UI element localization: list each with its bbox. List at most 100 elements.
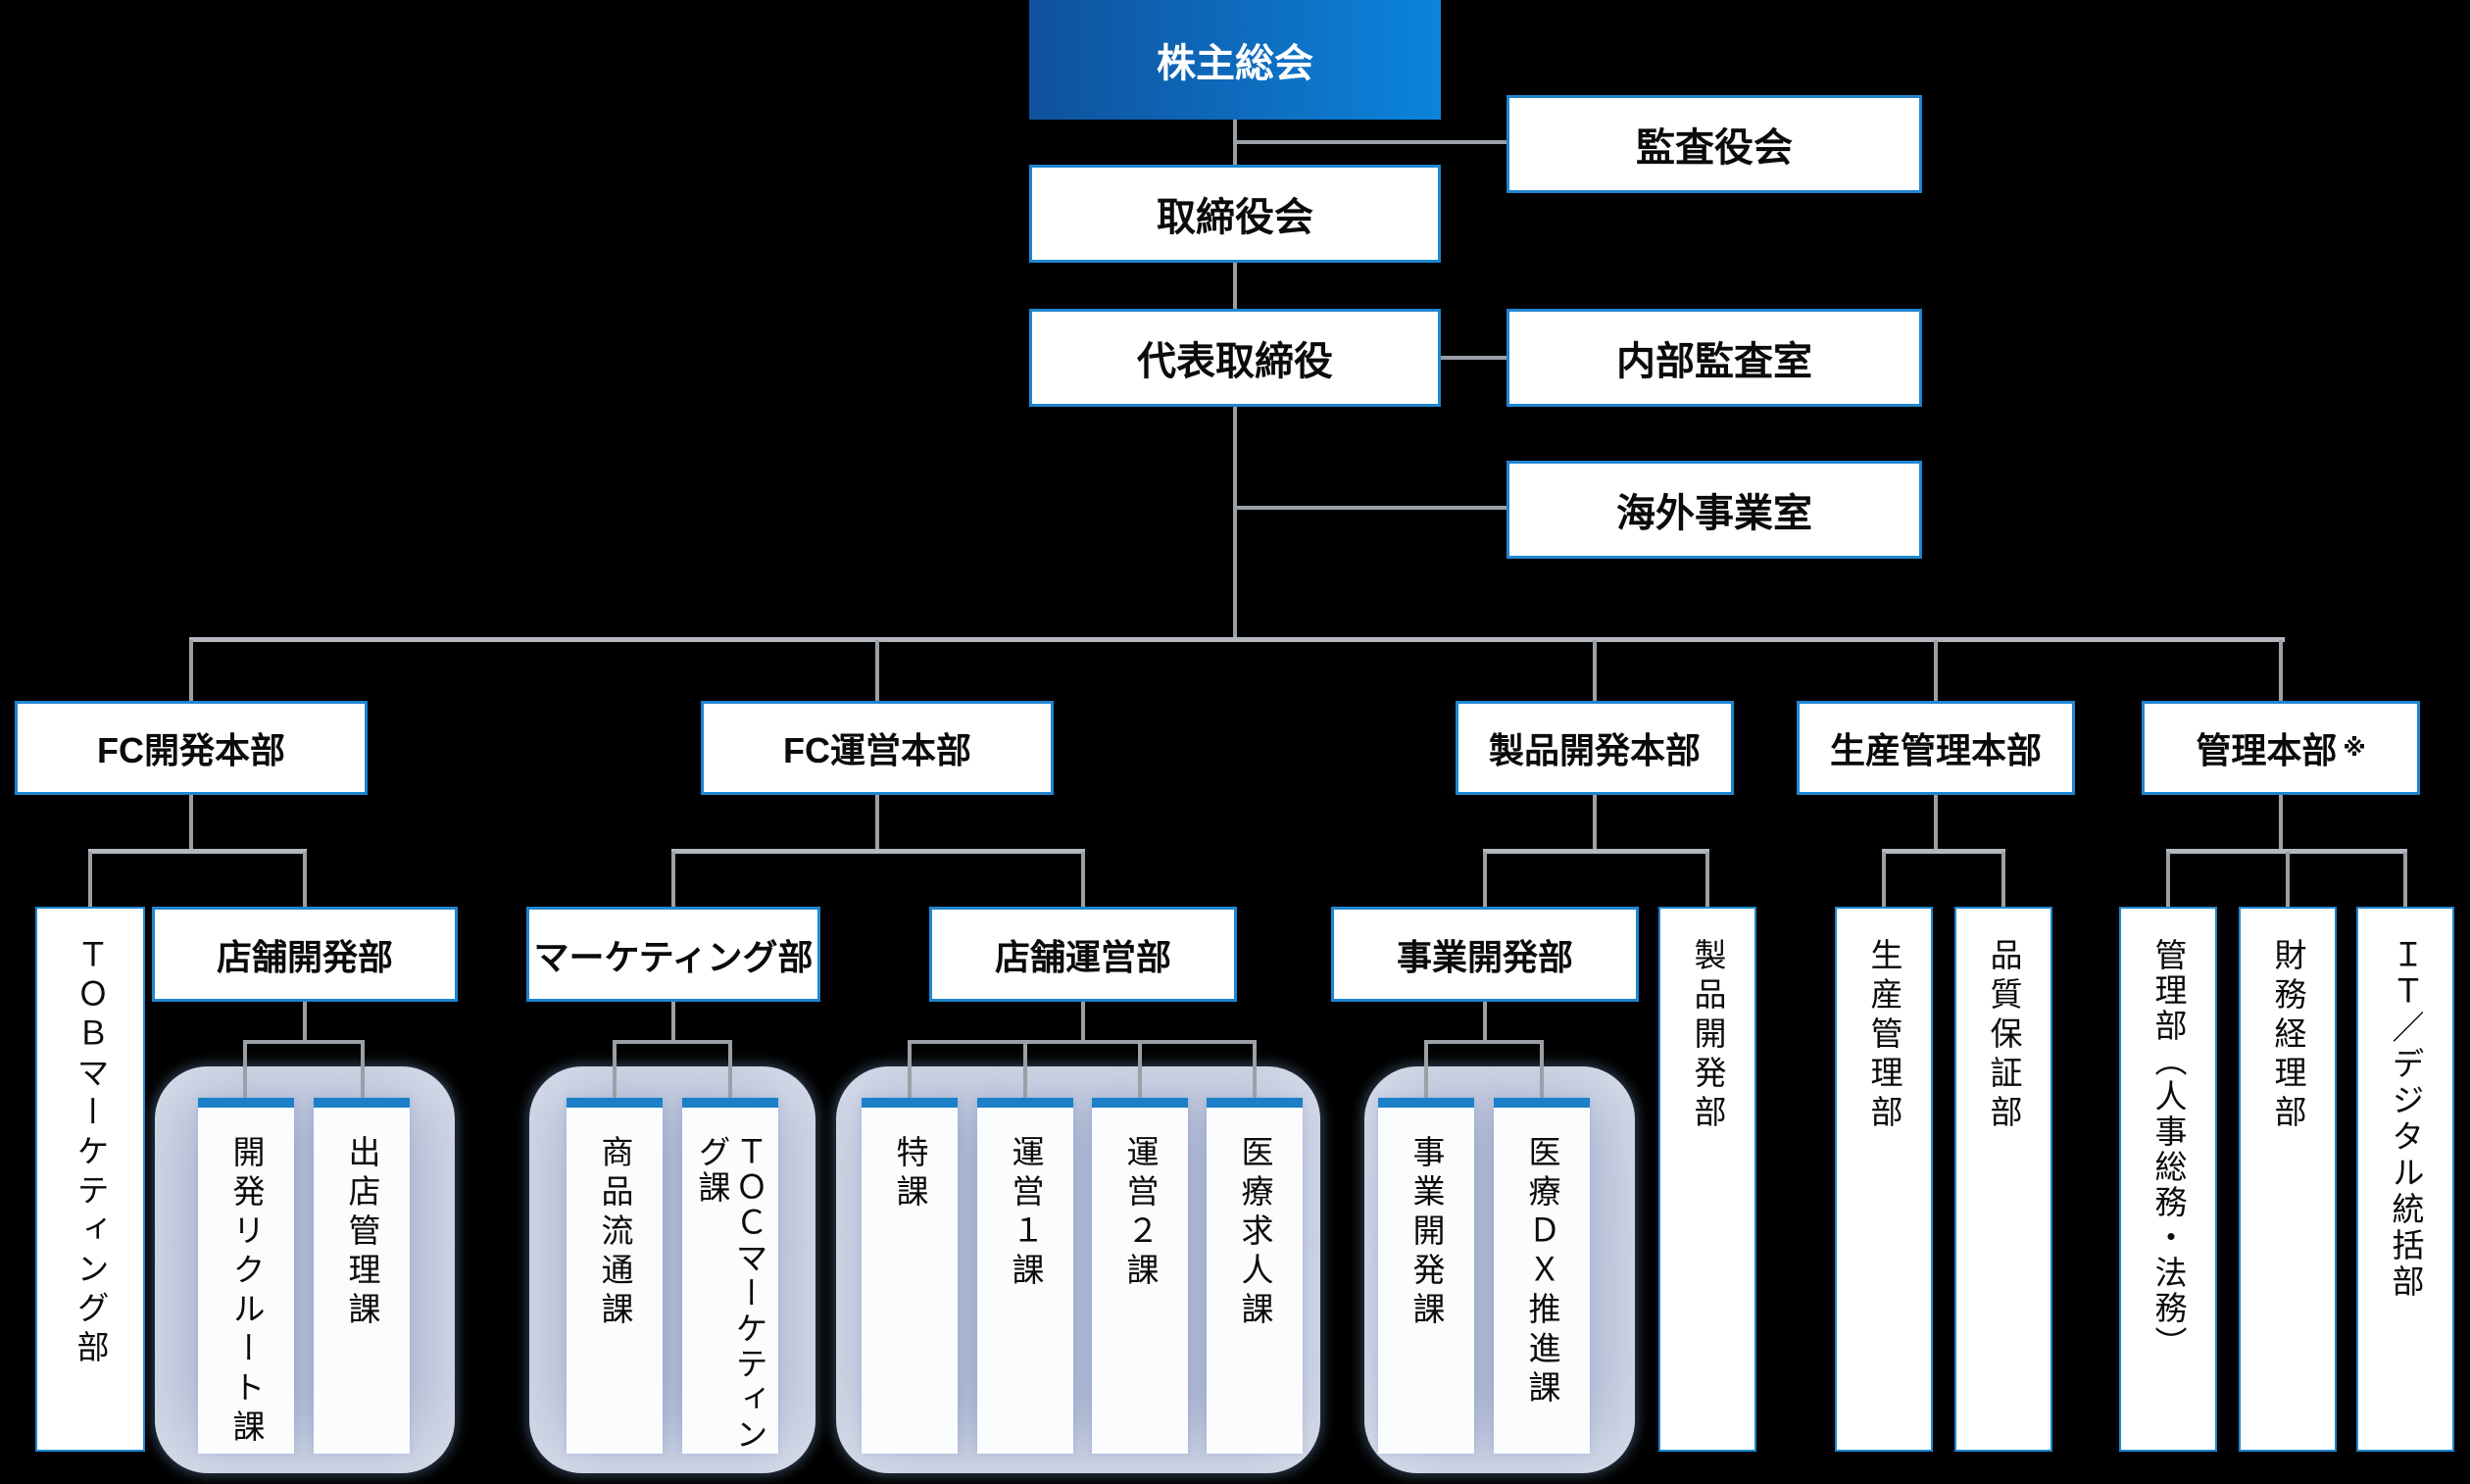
node-division-production-management: 生産管理本部 [1797,701,2075,795]
node-label: 特課 [891,1135,928,1213]
node-shareholders-meeting: 株主総会 [1029,0,1441,120]
node-label: ＩＴ／デジタル統括部 [2387,938,2424,1301]
connector [361,1042,365,1098]
node-label: 製品開発本部 [1488,730,1701,770]
node-board-of-directors: 取締役会 [1029,165,1441,263]
connector [1023,1042,1027,1098]
node-audit-board: 監査役会 [1507,95,1922,193]
connector [875,795,879,851]
node-section-business-dev: 事業開発課 [1378,1098,1474,1454]
node-label: 代表取締役 [1137,340,1333,383]
connector [908,1040,1257,1044]
node-division-product-development: 製品開発本部 [1456,701,1734,795]
node-label: マーケティング部 [533,936,814,977]
connector [1483,852,1487,907]
node-label: 運営１課 [1007,1135,1044,1292]
node-label: 医療求人課 [1236,1135,1273,1331]
node-label: 商品流通課 [596,1135,633,1331]
node-internal-audit-office: 内部監査室 [1507,309,1922,407]
node-dept-production-management: 生産管理部 [1835,907,1933,1452]
node-label: 事業開発課 [1408,1135,1445,1331]
connector [243,1042,247,1098]
node-label: 事業開発部 [1396,936,1573,977]
connector [1882,849,2005,854]
node-section-operation-2: 運営２課 [1092,1098,1188,1454]
node-dept-business-development: 事業開発部 [1331,907,1639,1002]
connector [189,795,193,851]
node-section-medical-recruit: 医療求人課 [1207,1098,1303,1454]
node-division-fc-development: FC開発本部 [15,701,368,795]
node-label: 生産管理部 [1865,938,1902,1134]
node-division-fc-operation: FC運営本部 [701,701,1054,795]
connector [1934,640,1938,701]
node-label: 品質保証部 [1985,938,2022,1134]
connector [1424,1040,1544,1044]
connector [613,1042,617,1098]
node-label: 店舗開発部 [216,936,393,977]
node-label: 出店管理課 [343,1135,380,1331]
connector [243,1040,365,1044]
connector [1593,795,1597,851]
connector [875,640,879,701]
node-label: 運営２課 [1121,1135,1159,1292]
connector [671,849,1085,854]
node-label: 財務経理部 [2269,938,2306,1134]
node-section-dev-recruit: 開発リクルート課 [198,1098,294,1454]
connector [671,852,675,907]
connector [671,1002,675,1042]
node-dept-store-operation: 店舗運営部 [929,907,1237,1002]
connector [88,849,307,854]
connector [1540,1042,1544,1098]
connector [1235,140,1508,144]
node-section-medical-dx: 医療ＤＸ推進課 [1494,1098,1590,1454]
node-label: ＴＯＢマーケティング部 [72,938,109,1369]
connector [303,852,307,907]
node-dept-marketing: マーケティング部 [526,907,820,1002]
connector [1424,1042,1428,1098]
connector [2403,852,2407,907]
connector [1081,852,1085,907]
node-label: 製品開発部 [1689,938,1726,1134]
node-label: 内部監査室 [1616,340,1812,383]
connector [1233,263,1237,309]
node-label: 海外事業室 [1616,492,1812,535]
connector [1081,1002,1085,1042]
node-section-product-distribution: 商品流通課 [567,1098,663,1454]
connector [1138,1042,1142,1098]
node-label: FC運営本部 [783,730,971,770]
connector [2166,852,2170,907]
node-overseas-business-office: 海外事業室 [1507,461,1922,559]
connector [2001,852,2005,907]
connector [1483,849,1709,854]
node-section-store-opening-mgmt: 出店管理課 [314,1098,410,1454]
node-division-administration: 管理本部※ [2142,701,2420,795]
connector [88,852,92,907]
node-label: 管理部（人事総務・法務） [2149,938,2187,1361]
connector [2279,795,2283,851]
node-label: 管理本部 [2196,730,2338,770]
connector [1441,356,1507,360]
node-dept-it-digital: ＩＴ／デジタル統括部 [2356,907,2454,1452]
connector [2279,640,2283,701]
connector [728,1042,732,1098]
node-label: 生産管理本部 [1829,730,2042,770]
node-label: 店舗運営部 [994,936,1171,977]
connector [1233,407,1237,642]
connector [1882,852,1886,907]
node-label: 取締役会 [1157,196,1313,239]
footnote-mark: ※ [2343,734,2366,762]
connector [2166,849,2407,854]
connector [189,640,193,701]
node-section-special: 特課 [862,1098,958,1454]
node-section-toc-marketing: ＴＯＣマーケティング課 [682,1098,778,1454]
node-dept-general-affairs: 管理部（人事総務・法務） [2119,907,2217,1452]
connector [2286,852,2290,907]
connector [1253,1042,1257,1098]
node-dept-product-development: 製品開発部 [1658,907,1756,1452]
connector [613,1040,732,1044]
node-dept-finance-accounting: 財務経理部 [2239,907,2337,1452]
node-representative-director: 代表取締役 [1029,309,1441,407]
node-label: 株主総会 [1157,42,1313,85]
node-label: 監査役会 [1636,126,1793,170]
